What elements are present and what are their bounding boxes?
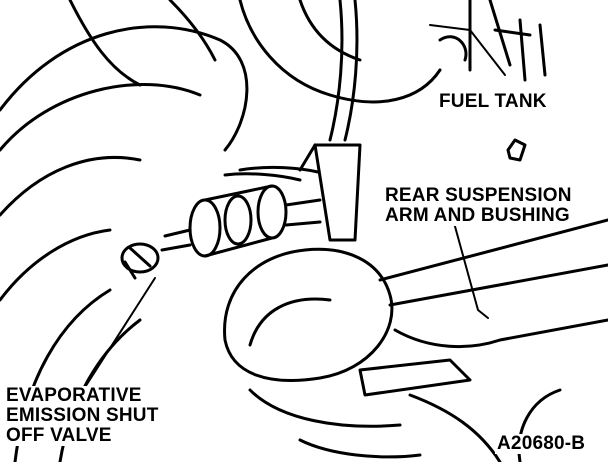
figure-id-label: A20680-B [495, 433, 588, 454]
fuel-tank-text: FUEL TANK [437, 91, 549, 112]
fuel-tank-shape [238, 0, 547, 162]
rear-suspension-label: REAR SUSPENSION ARM AND BUSHING [383, 186, 574, 226]
hose-bracket [223, 0, 362, 242]
leader-lines [79, 24, 506, 396]
evap-valve-line-2: EMISSION SHUT [4, 405, 161, 426]
rear-suspension-line-2: ARM AND BUSHING [383, 206, 574, 226]
evap-valve-line-1: EVAPORATIVE [4, 386, 161, 406]
rear-suspension-line-1: REAR SUSPENSION [383, 185, 574, 206]
suspension-arm [223, 218, 608, 462]
evap-valve-line-3: OFF VALVE [4, 426, 161, 446]
evap-valve-label: EVAPORATIVE EMISSION SHUT OFF VALVE [4, 386, 161, 446]
fuel-tank-label: FUEL TANK [437, 92, 549, 112]
valve-assembly [120, 184, 322, 280]
figure-id-text: A20680-B [495, 433, 588, 454]
